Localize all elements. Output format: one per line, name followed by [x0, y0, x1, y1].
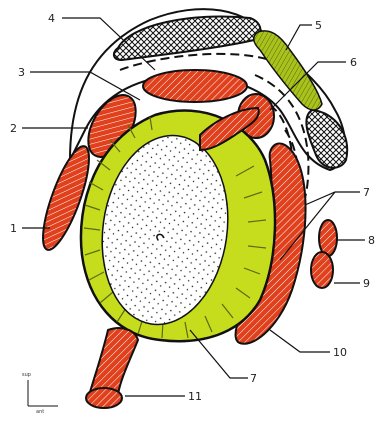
label-8: 8: [368, 234, 375, 247]
orientation-ant: ant: [36, 409, 44, 415]
orientation-sup: sup: [22, 372, 31, 378]
muscle-9: [311, 252, 333, 288]
label-5: 5: [315, 19, 322, 32]
label-3: 3: [18, 66, 25, 79]
leader-7a: [305, 192, 360, 205]
label-11: 11: [188, 390, 202, 403]
muscle-11: [90, 328, 138, 398]
label-10: 10: [333, 346, 347, 359]
label-7-upper: 7: [363, 186, 370, 199]
label-2: 2: [10, 122, 17, 135]
muscle-3: [143, 70, 247, 102]
orientation-marker: sup ant: [22, 372, 58, 415]
leader-5: [286, 25, 312, 50]
label-7-lower: 7: [250, 372, 257, 385]
label-6: 6: [350, 56, 357, 69]
label-9: 9: [363, 277, 370, 290]
label-1: 1: [10, 222, 17, 235]
leader-10: [270, 330, 330, 352]
muscle-11-end: [86, 388, 122, 408]
muscle-8: [319, 220, 337, 256]
label-4: 4: [48, 12, 55, 25]
